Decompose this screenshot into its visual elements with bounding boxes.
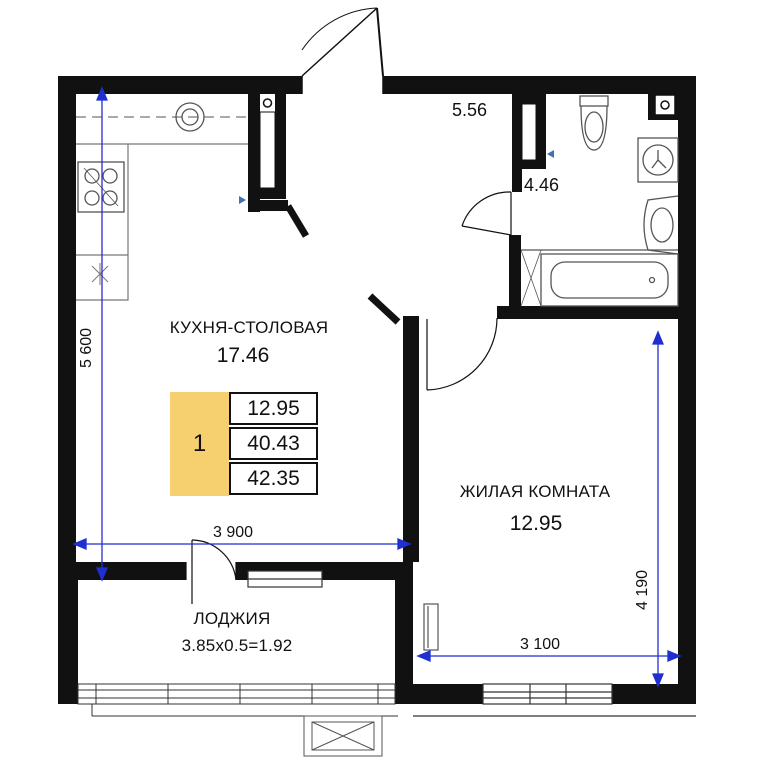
- total-with-loggia-value: 42.35: [229, 462, 318, 495]
- bathroom-area: 4.46: [524, 175, 560, 195]
- loggia-door[interactable]: [185, 539, 237, 604]
- room-count: 1: [170, 392, 229, 496]
- hall-area: 5.56: [452, 100, 488, 120]
- loggia-window: [247, 570, 323, 588]
- toilet-icon: [579, 95, 609, 151]
- living-width-label: 3 100: [520, 636, 561, 653]
- riser-marker-icon: [239, 150, 554, 204]
- ventilation-shaft-icon: [259, 94, 676, 189]
- stove-icon: [77, 161, 125, 213]
- ac-unit-icon: [303, 715, 383, 757]
- area-summary: 1 12.95 40.43 42.35: [170, 392, 318, 496]
- interior-walls: [58, 92, 696, 580]
- radiator-icon: [423, 603, 439, 651]
- kitchen-partition: [284, 204, 310, 238]
- loggia-area: 3.85x0.5=1.92: [181, 636, 293, 655]
- living-room-area: 12.95: [509, 512, 563, 535]
- kitchen-width-label: 3 900: [213, 524, 254, 541]
- living-window: [413, 683, 696, 717]
- living-room-door[interactable]: [426, 317, 498, 391]
- total-area-value: 40.43: [229, 427, 318, 460]
- living-length-label: 4 190: [634, 569, 651, 610]
- sink-icon: [175, 102, 205, 132]
- bathroom-door[interactable]: [461, 191, 512, 236]
- exterior-walls: [58, 76, 696, 704]
- living-room-name: ЖИЛАЯ КОМНАТА: [459, 482, 611, 501]
- kitchen-name: КУХНЯ-СТОЛОВАЯ: [169, 318, 329, 337]
- washing-machine-icon: [637, 137, 679, 183]
- kitchen-area: 17.46: [216, 344, 270, 367]
- dimension-lines: [72, 86, 682, 688]
- entrance-door[interactable]: [301, 7, 384, 94]
- bathtub-icon: [520, 249, 679, 307]
- living-area-value: 12.95: [229, 392, 318, 425]
- loggia-name: ЛОДЖИЯ: [193, 609, 271, 628]
- loggia-frame: [77, 683, 398, 717]
- fridge-icon: [91, 263, 109, 285]
- kitchen-length-label: 5 600: [78, 327, 95, 368]
- washbasin-icon: [643, 195, 679, 255]
- hall-partition: [367, 293, 401, 325]
